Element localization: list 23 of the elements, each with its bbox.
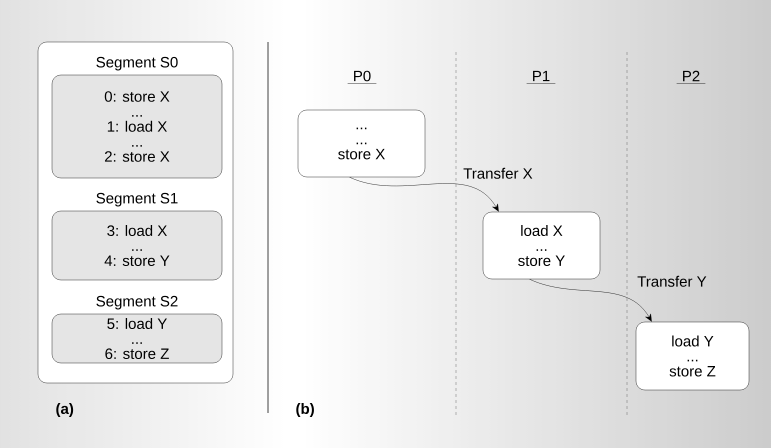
- segment-heading: Segment S1: [96, 192, 178, 206]
- node-label: 2: store X: [104, 151, 170, 162]
- node-label: 0: store X: [104, 91, 170, 102]
- column-heading: P0: [347, 70, 377, 84]
- node-label: 1: load X: [108, 120, 167, 132]
- arrow: [349, 177, 499, 212]
- segment-heading: Segment S2: [96, 296, 178, 310]
- panel-label: (b): [296, 403, 314, 417]
- arrow: [529, 279, 652, 322]
- edge-label: Transfer X: [464, 168, 532, 179]
- node-label: ...: [132, 115, 142, 117]
- node-label: ...: [132, 145, 142, 147]
- segment-box: 5: load Y ... 6: store Z: [52, 314, 222, 364]
- process-box: load Y ... store Z: [636, 322, 750, 390]
- process-box: ... ... store X: [298, 110, 426, 178]
- column-heading: P1: [526, 70, 556, 84]
- process-box: load X ... store Y: [482, 212, 600, 280]
- panel-label: (a): [56, 403, 74, 417]
- segment-box: 3: load X ... 4: store Y: [52, 210, 222, 280]
- segment-heading: Segment S0: [96, 56, 178, 70]
- edge-label: Transfer Y: [638, 276, 706, 287]
- segment-box: 0: store X ... 1: load X ... 2: store X: [52, 74, 222, 178]
- column-heading: P2: [676, 70, 706, 84]
